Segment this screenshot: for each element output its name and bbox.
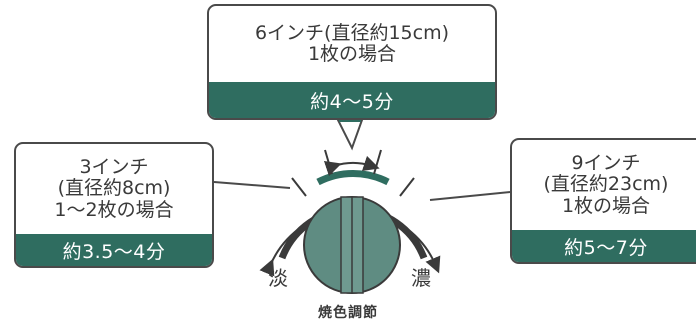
dial-label-dark: 濃 [411, 266, 431, 290]
callout-9-inch-diameter: (直径約23cm) [543, 173, 669, 196]
dial-label-light: 淡 [268, 266, 288, 290]
callout-9-inch-time: 約5〜7分 [512, 230, 696, 262]
left-pointer-line [213, 181, 291, 189]
right-pointer-line [429, 191, 511, 201]
callout-6-inch-time: 約4〜5分 [209, 82, 495, 118]
callout-3-inch-size: 3インチ [79, 156, 149, 179]
callout-3-inch-count: 1〜2枚の場合 [54, 198, 174, 221]
callout-3-inch-diameter: (直径約8cm) [57, 177, 171, 200]
dial-caption: 焼色調節 [318, 305, 378, 321]
callout-6-inch: 6インチ(直径約15cm) 1枚の場合 約4〜5分 [207, 4, 497, 120]
browning-knob [303, 196, 401, 294]
callout-9-inch: 9インチ (直径約23cm) 1枚の場合 約5〜7分 [510, 138, 696, 264]
callout-6-inch-count: 1枚の場合 [307, 43, 397, 65]
callout-3-inch: 3インチ (直径約8cm) 1〜2枚の場合 約3.5〜4分 [14, 142, 214, 268]
callout-9-inch-size: 9インチ [571, 152, 641, 175]
callout-3-inch-time: 約3.5〜4分 [16, 234, 212, 266]
top-callout-tail [336, 119, 364, 151]
callout-6-inch-size: 6インチ(直径約15cm) [254, 21, 450, 44]
callout-9-inch-count: 1枚の場合 [561, 194, 651, 217]
